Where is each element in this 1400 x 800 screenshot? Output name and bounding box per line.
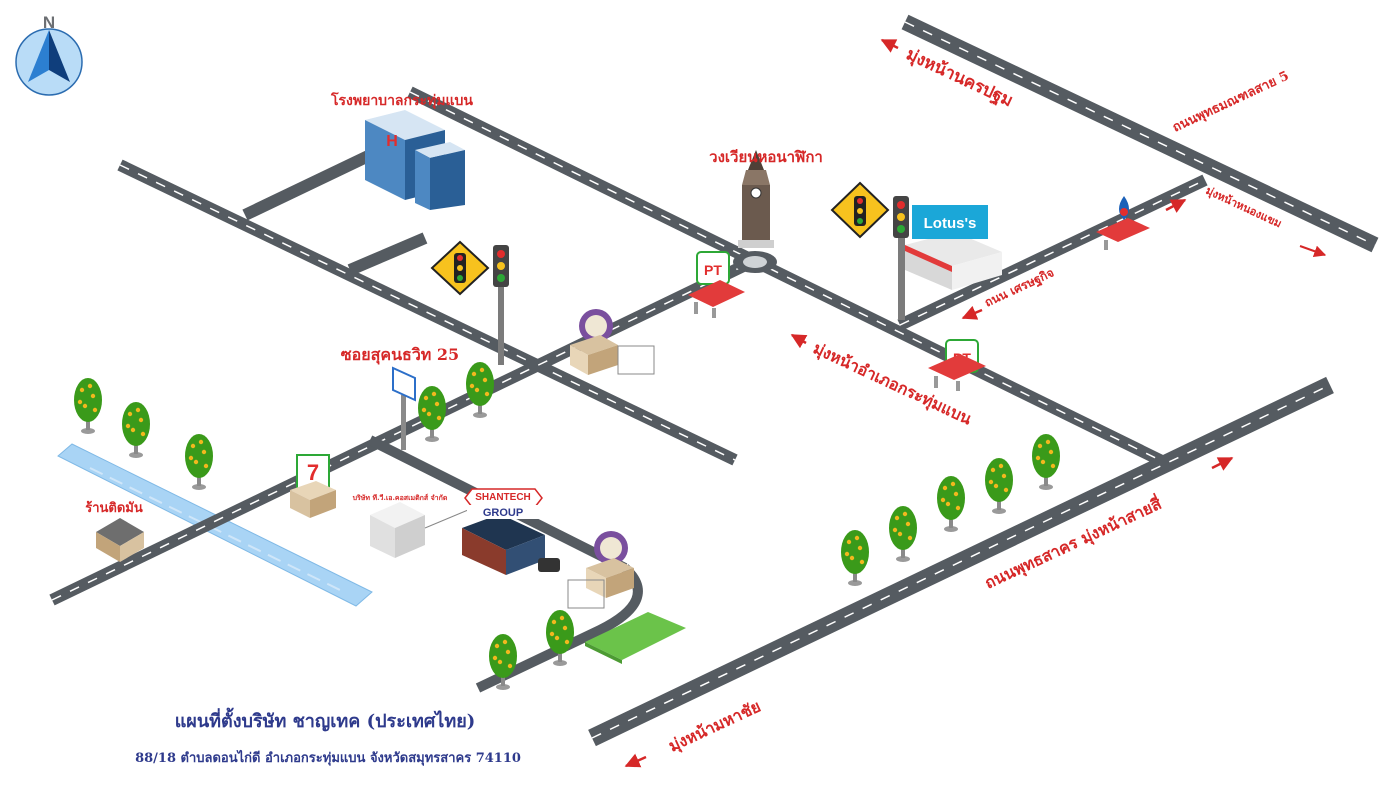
tree-icon	[74, 378, 102, 434]
hospital-label: โรงพยาบาลกระทุ่มแบน	[330, 91, 473, 109]
tree-icon	[841, 530, 869, 586]
pt-gas-station-icon: PT	[688, 251, 745, 318]
tree-icon	[546, 610, 574, 666]
svg-text:PT: PT	[704, 262, 722, 278]
hospital-building-icon: H	[365, 110, 465, 210]
svg-text:H: H	[386, 133, 398, 150]
tree-icon	[185, 434, 213, 490]
phutthamonthon-road-label: ถนนพุทธมณฑลสาย 5	[1170, 69, 1291, 136]
tree-icon	[489, 634, 517, 690]
company-address: 88/18 ตำบลดอนไก่ดี อำเภอกระทุ่มแบน จังหว…	[135, 749, 521, 766]
ptt-gas-station-icon	[1096, 196, 1150, 250]
pt-gas-station-2-icon: PT	[928, 339, 986, 391]
shantech-logo: SHANTECH GROUP	[464, 488, 543, 519]
clock-tower-icon	[738, 150, 774, 248]
trees	[74, 362, 1060, 690]
shop-label: ร้านติดมัน	[85, 500, 143, 516]
cosmetics-company-label: บริษัท ที.วี.เอ.คอสเมติกส์ จำกัด	[353, 493, 448, 502]
traffic-light-2-icon	[893, 196, 909, 320]
shantech-logo-bottom: GROUP	[483, 507, 523, 519]
govt-office-icon	[570, 309, 655, 375]
cosmetics-company-building-icon	[370, 502, 469, 558]
tree-icon	[122, 402, 150, 458]
shantech-logo-top: SHANTECH	[475, 492, 531, 503]
traffic-warning-sign-2-icon	[830, 181, 890, 239]
tree-icon	[418, 386, 446, 442]
shop-building-icon	[96, 518, 144, 562]
soi-label: ซอยสุคนธวิท 25	[341, 345, 459, 365]
road-network	[49, 14, 1379, 747]
traffic-light-icon	[493, 245, 509, 365]
tree-icon	[985, 458, 1013, 514]
north-compass-icon: N	[15, 13, 83, 96]
lotus-sign-text: Lotus's	[924, 215, 977, 232]
tree-icon	[889, 506, 917, 562]
tree-icon	[466, 362, 494, 418]
lotus-store-icon: Lotus's	[905, 205, 1002, 290]
govt-office-2-icon	[567, 531, 634, 609]
tree-icon	[1032, 434, 1060, 490]
compass-letter: N	[43, 13, 55, 32]
rice-field-icon	[585, 612, 686, 664]
tree-icon	[937, 476, 965, 532]
map-title: แผนที่ตั้งบริษัท ชาญเทค (ประเทศไทย)	[175, 707, 476, 732]
street-sign-icon	[392, 366, 416, 450]
clock-tower-label: วงเวียนหอนาฬิกา	[709, 148, 823, 166]
seven-eleven-number: 7	[307, 460, 319, 485]
seven-eleven-icon: 7	[290, 454, 336, 518]
traffic-warning-sign-icon	[430, 240, 490, 296]
shantech-building-icon	[462, 514, 560, 575]
roundabout	[733, 251, 777, 273]
